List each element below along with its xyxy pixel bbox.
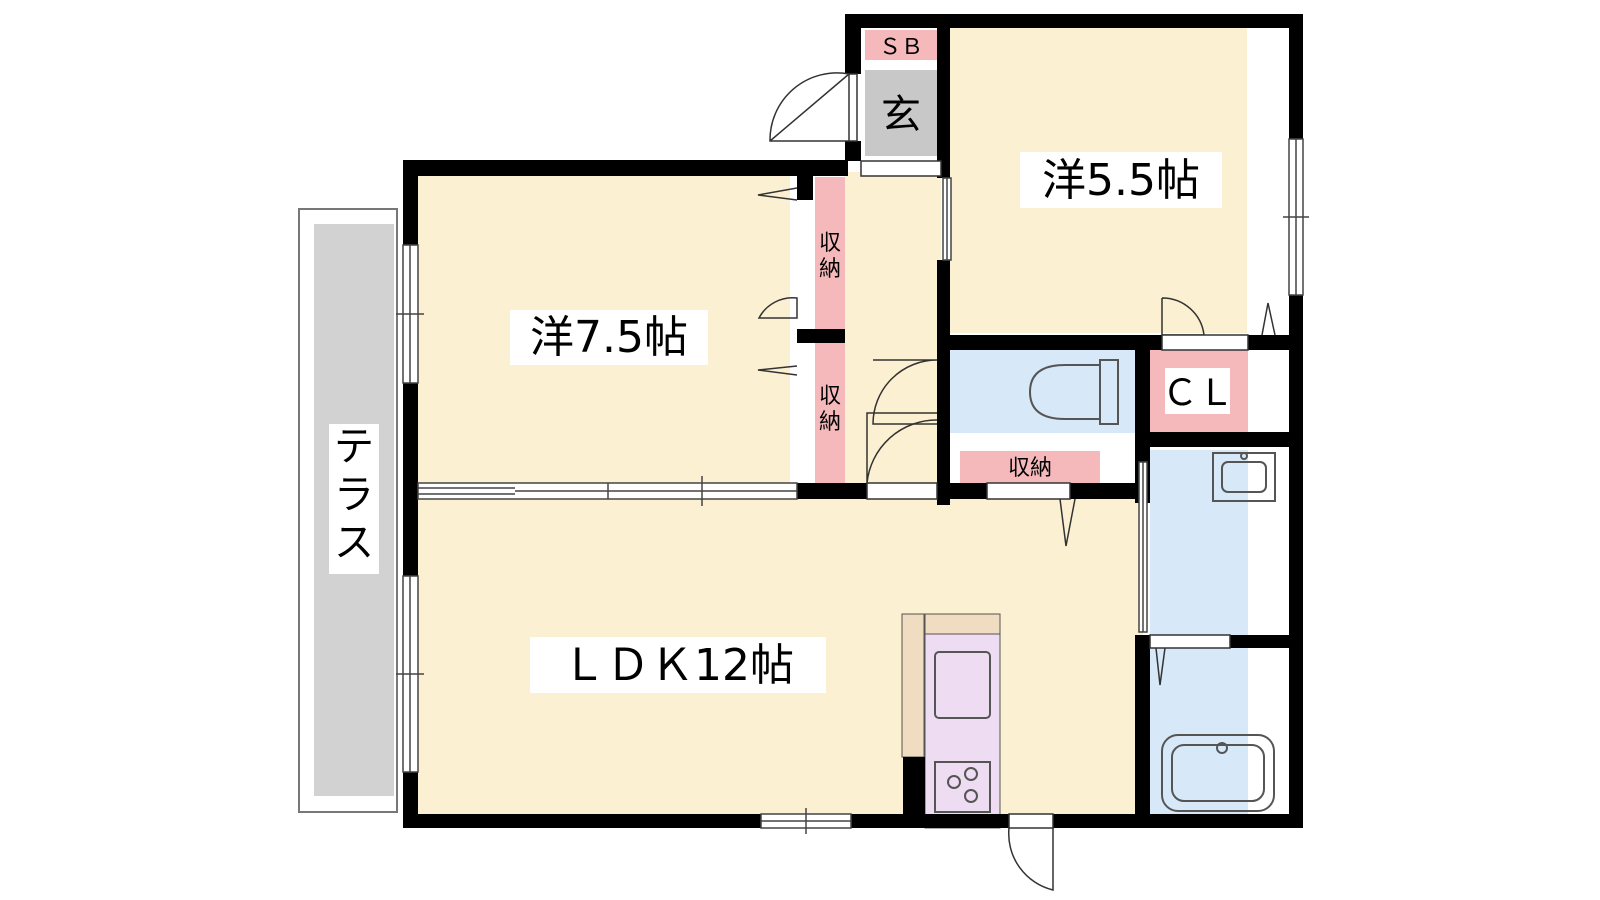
storage-upper-label-top: 収 [819, 231, 841, 256]
sink-fixture [1212, 452, 1276, 502]
bathtub-fixture [1161, 734, 1275, 812]
shoe-box [865, 30, 937, 60]
storage-lower-label-bottom: 納 [819, 410, 841, 435]
western-small-label: 洋5.5帖 [1042, 155, 1200, 206]
terrace-label-char-2: ラ [334, 472, 374, 518]
shoe-box-label: ＳＢ [879, 35, 923, 60]
toilet-room [947, 350, 1135, 433]
ldk-label: ＬＤＫ12帖 [562, 640, 794, 691]
terrace-label-char-1: テ [334, 424, 374, 470]
hall-sliding-door [942, 177, 1148, 633]
walls [403, 14, 1303, 828]
kitchen-side-counter [901, 613, 925, 758]
bathroom [1150, 648, 1248, 816]
storage-lower [815, 343, 845, 483]
toilet-fixture [1028, 359, 1119, 425]
hallway [845, 172, 941, 488]
western-large-label-bg [510, 310, 708, 365]
storage-hall [960, 451, 1100, 484]
entrance [865, 70, 937, 156]
storage-upper-label-bottom: 納 [819, 257, 841, 282]
closet-label: ＣＬ [1162, 373, 1234, 414]
sliding-partition [417, 476, 798, 506]
storage-upper [815, 177, 845, 329]
closet-label-bg [1165, 368, 1230, 414]
ldk-label-bg [530, 637, 826, 693]
storage-lower-label-top: 収 [819, 384, 841, 409]
storage-hall-label: 収納 [1008, 456, 1052, 481]
western-large-label: 洋7.5帖 [530, 312, 688, 363]
western-small-label-bg [1020, 152, 1222, 208]
entrance-label: 玄 [881, 92, 921, 138]
kitchen-counter [924, 633, 1001, 829]
kitchen-sink [934, 651, 991, 719]
windows [396, 138, 1309, 834]
stove-icon [934, 761, 991, 813]
terrace: テ ラ ス [298, 208, 398, 813]
terrace-label-char-3: ス [334, 520, 374, 566]
doors [757, 72, 1276, 891]
washroom [1150, 450, 1248, 635]
kitchen-back-counter [924, 613, 1001, 635]
terrace-label-bg [329, 424, 379, 574]
